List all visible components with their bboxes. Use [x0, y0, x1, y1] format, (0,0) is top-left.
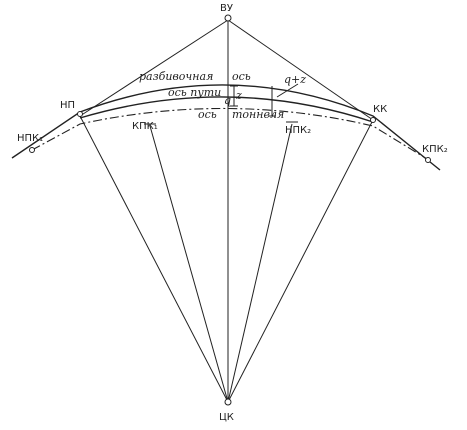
radius-np	[79, 115, 229, 403]
label-os-1: ось	[232, 70, 251, 83]
label-os-puti: ось пути	[168, 86, 221, 99]
layout-axis-curve	[11, 84, 441, 171]
radius-npk2	[227, 123, 293, 403]
label-kpk2: КПК₂	[422, 144, 448, 155]
label-q-plus-z: q+z	[284, 73, 306, 86]
tangent-right	[227, 19, 374, 121]
radius-kk	[227, 119, 374, 403]
npk1-point	[29, 147, 35, 153]
tangent-lines	[79, 19, 374, 121]
track-axis-curve	[79, 96, 374, 123]
label-q: q	[224, 94, 231, 107]
label-kpk1: КПК₁	[132, 121, 158, 132]
center-point	[224, 398, 232, 406]
tangent-left	[79, 19, 229, 117]
label-npk2: НПК₂	[285, 125, 311, 136]
label-os-2: ось	[198, 108, 217, 121]
label-kk: КК	[373, 104, 387, 115]
label-npk1: НПК₁	[17, 133, 43, 144]
label-vu: ВУ	[220, 3, 233, 14]
transition-ticks	[144, 121, 298, 125]
vertex-point	[224, 14, 232, 22]
label-np: НП	[60, 100, 75, 111]
np-point	[77, 111, 83, 117]
kk-point	[370, 117, 376, 123]
radial-lines	[79, 20, 374, 403]
label-z: z	[235, 89, 242, 102]
label-tsk: ЦК	[219, 412, 234, 423]
label-tonnelya: тоннеля	[232, 108, 284, 121]
offset-qz-leader	[276, 83, 299, 98]
offset-markers	[230, 83, 299, 117]
label-razbivochnaya: разбивочная	[139, 70, 213, 83]
radius-kpk1	[149, 125, 229, 403]
kpk2-point	[425, 157, 431, 163]
